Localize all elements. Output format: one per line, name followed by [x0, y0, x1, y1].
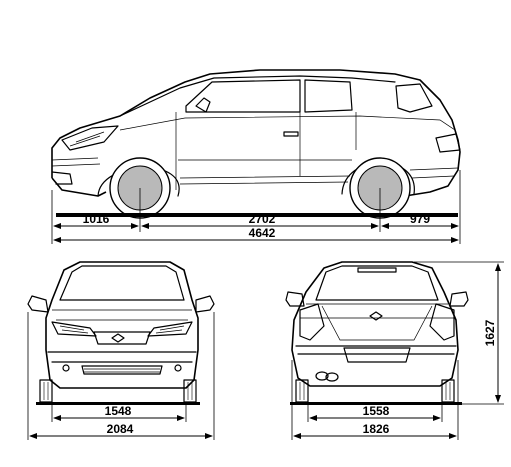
body-width-label: 1826 [363, 422, 390, 436]
front-right-headlight [147, 321, 193, 337]
rear-track-label: 1558 [363, 404, 390, 418]
height-label: 1627 [483, 319, 497, 346]
side-mirror [195, 97, 211, 113]
front-right-mirror [195, 295, 215, 313]
rear-plate-area [343, 347, 411, 363]
front-view: 1548 2084 [27, 261, 215, 440]
rear-window [315, 265, 439, 301]
side-roof-line [119, 75, 396, 117]
side-taillight [435, 133, 461, 153]
rear-left-mirror [285, 291, 305, 307]
front-windshield [59, 265, 185, 301]
rear-right-mirror [449, 291, 469, 307]
front-grille [93, 331, 151, 345]
side-quarter-window [395, 83, 433, 113]
width-with-mirrors-label: 2084 [107, 422, 134, 436]
side-front-window [185, 79, 301, 113]
rear-body-outline [291, 261, 459, 387]
rear-overhang-label: 979 [410, 212, 430, 226]
front-left-tyre [39, 379, 53, 403]
rear-logo [369, 311, 383, 321]
rear-left-taillight [299, 303, 325, 341]
rear-right-taillight [429, 303, 455, 341]
wheelbase-label: 2702 [249, 212, 276, 226]
front-overhang-label: 1016 [83, 212, 110, 226]
side-headlight [61, 125, 119, 151]
front-left-mirror [27, 295, 49, 313]
side-view: 1016 2702 979 4642 [51, 69, 461, 244]
front-left-headlight [51, 321, 97, 337]
rear-ground-line [290, 402, 462, 405]
front-air-intake [81, 365, 163, 375]
overall-length-label: 4642 [249, 226, 276, 240]
front-ground-line [36, 402, 200, 405]
side-ground-line [56, 213, 458, 217]
side-door-line [175, 112, 357, 190]
rear-brake-light [357, 267, 397, 273]
front-logo [111, 333, 125, 343]
front-track-label: 1548 [105, 404, 132, 418]
rear-exhaust [315, 371, 339, 382]
side-rear-window [304, 79, 353, 113]
rear-view: 1558 1826 1627 [285, 261, 504, 440]
